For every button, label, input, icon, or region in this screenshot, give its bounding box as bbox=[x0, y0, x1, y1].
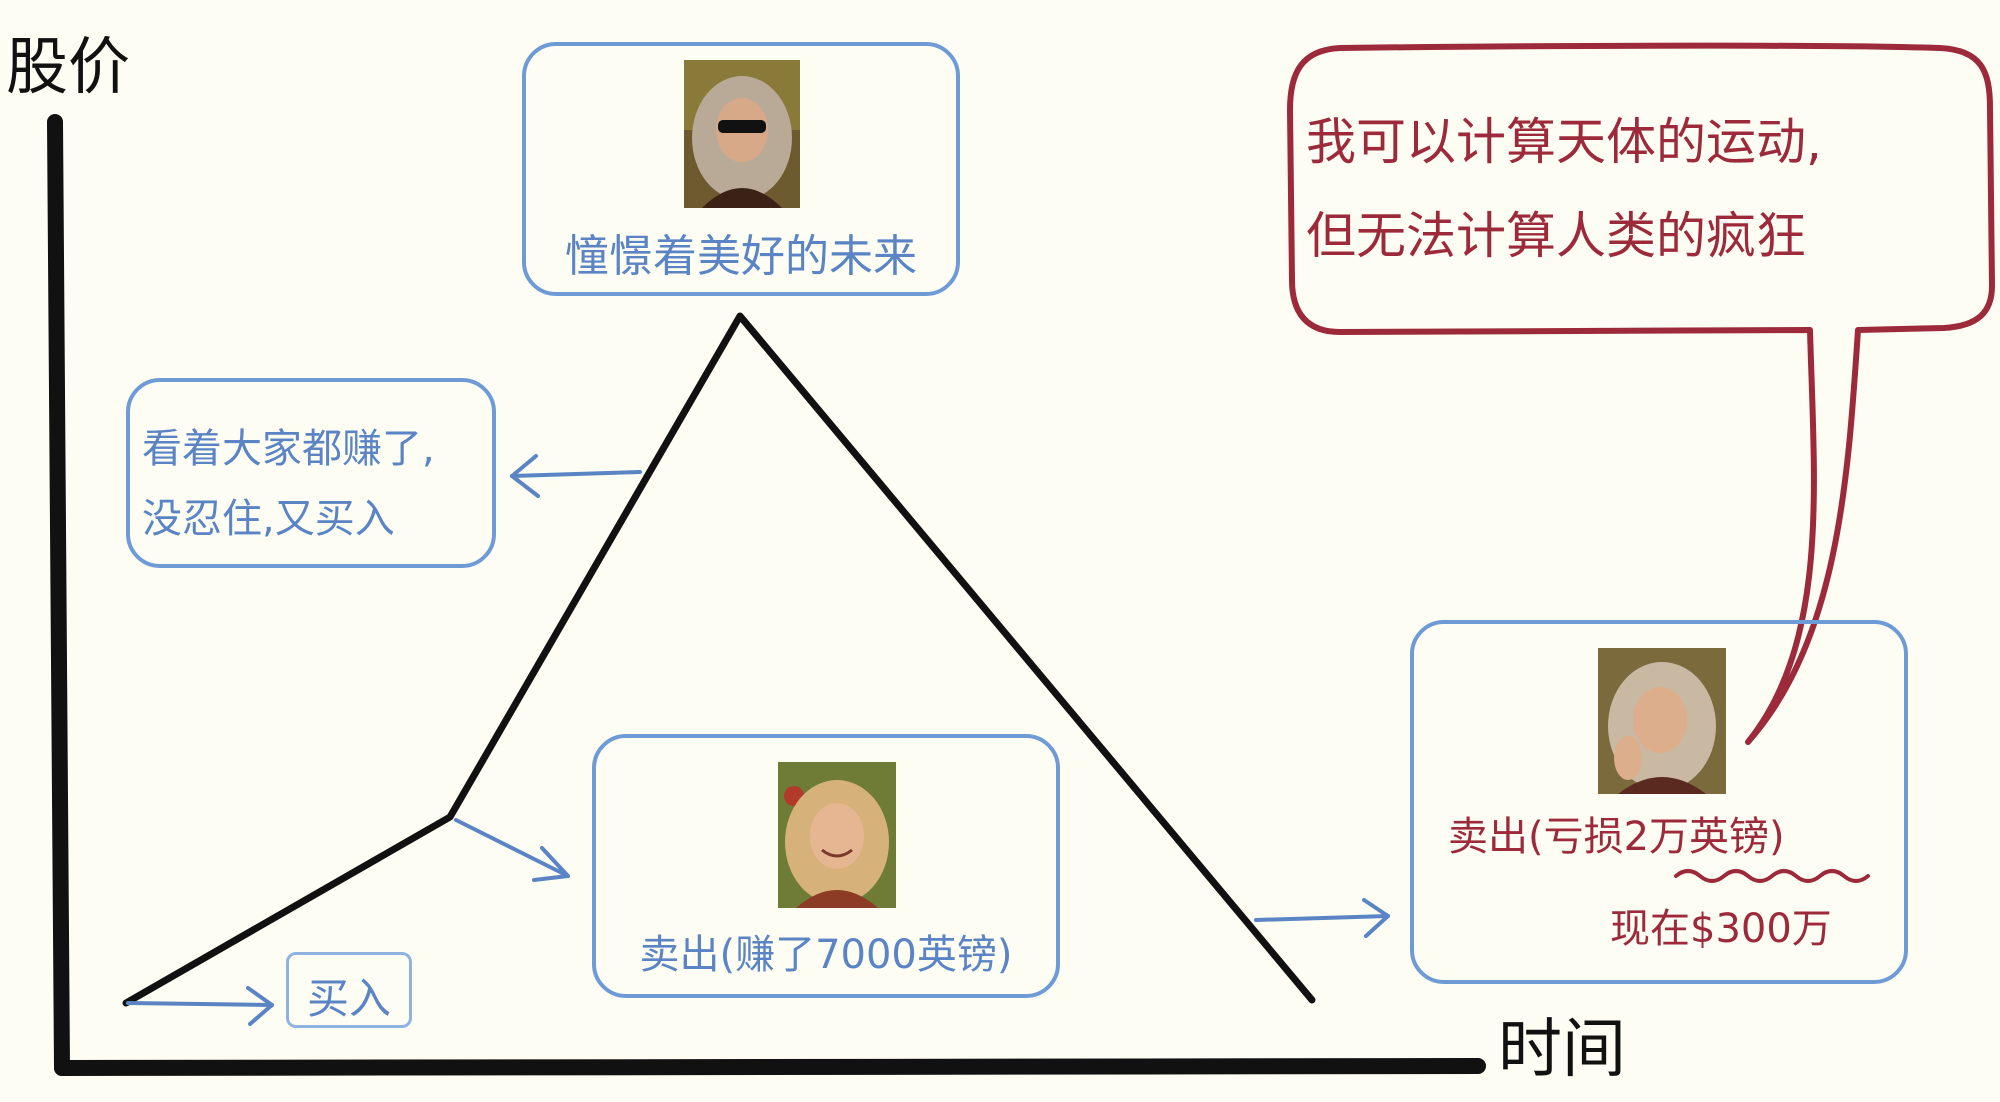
rebuy-box: 看着大家都赚了, 没忍住,又买入 bbox=[126, 378, 496, 568]
final-sell-box: 卖出(亏损2万英镑) 现在$300万 bbox=[1410, 620, 1908, 984]
first-sell-caption: 卖出(赚了7000英镑) bbox=[596, 922, 1056, 980]
buy-label: 买入 bbox=[289, 965, 409, 1026]
thinking-newton-portrait bbox=[1598, 648, 1726, 794]
x-axis bbox=[62, 1066, 1478, 1068]
y-axis bbox=[55, 122, 62, 1068]
rebuy-line-1: 看着大家都赚了, bbox=[142, 416, 435, 474]
peak-caption: 憧憬着美好的未来 bbox=[526, 220, 956, 284]
final-sell-line-2: 现在$300万 bbox=[1610, 896, 1832, 954]
rebuy-line-2: 没忍住,又买入 bbox=[142, 486, 395, 544]
first-sell-box: 卖出(赚了7000英镑) bbox=[592, 734, 1060, 998]
speech-bubble-line-2: 但无法计算人类的疯狂 bbox=[1306, 196, 1806, 268]
buy-box: 买入 bbox=[286, 952, 412, 1028]
speech-bubble-line-1: 我可以计算天体的运动, bbox=[1306, 102, 1822, 174]
final-sell-line-1: 卖出(亏损2万英镑) bbox=[1448, 804, 1785, 862]
x-axis-label: 时间 bbox=[1498, 1018, 1626, 1082]
final-sell-arrow bbox=[1256, 900, 1388, 936]
y-axis-label: 股价 bbox=[6, 36, 130, 98]
peak-box: 憧憬着美好的未来 bbox=[522, 42, 960, 296]
smiling-newton-portrait bbox=[778, 762, 896, 908]
first-sell-arrow bbox=[456, 820, 568, 880]
newton-with-sunglasses-portrait bbox=[684, 60, 800, 208]
rebuy-arrow bbox=[512, 456, 640, 496]
